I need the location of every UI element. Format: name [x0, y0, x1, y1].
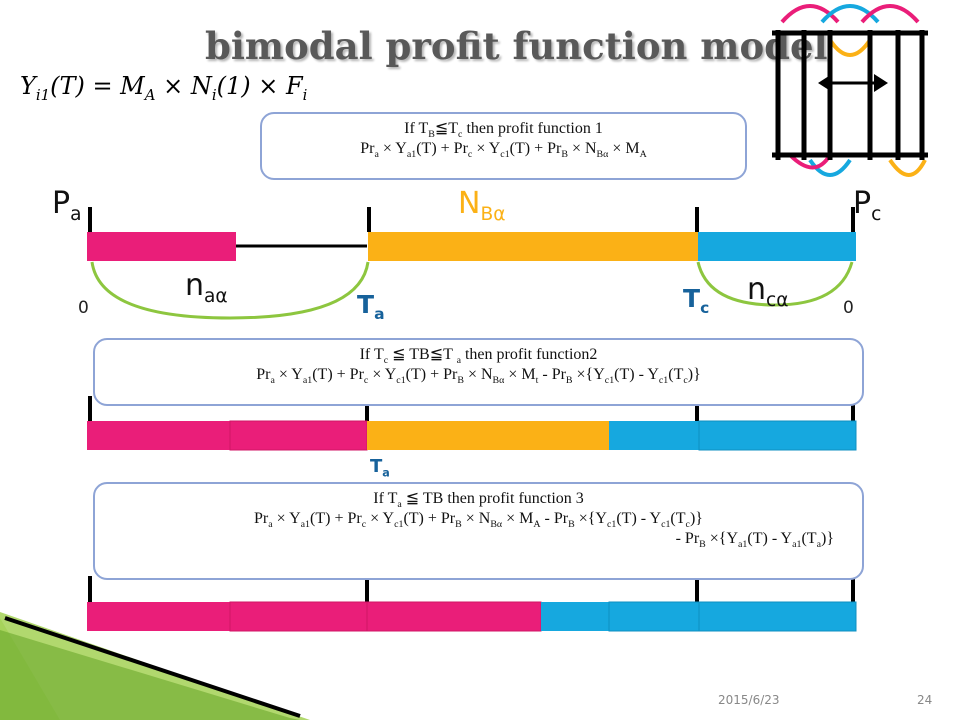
profit-function-1-box: If TB≦Tc then profit function 1 Pra × Ya…: [260, 112, 747, 180]
box3-equation-cont: - PrB ×{Ya1(T) - Ya1(Ta)}: [675, 530, 834, 551]
label-ta-row2: Ta: [370, 456, 390, 480]
decor-black-line: [4, 616, 301, 718]
footer-date: 2015/6/23: [718, 693, 780, 707]
row3-magenta-bar-3: [366, 601, 542, 632]
label-na-alpha: naα: [185, 268, 228, 307]
row3-magenta-bar-2: [229, 601, 368, 632]
box2-equation: Pra × Ya1(T) + Prc × Yc1(T) + PrB × NBα …: [256, 366, 701, 387]
rack-logo-graphic: [772, 4, 928, 177]
formula-text: Yi1(T) = MA × Ni(1) × Fi: [20, 72, 308, 104]
row3-cyan-bar-2: [608, 601, 700, 632]
label-pc: Pc: [853, 186, 882, 225]
label-tc: Tc: [683, 284, 710, 317]
row2-magenta-bar-2: [229, 420, 368, 451]
row3-cyan-bar-3: [698, 601, 857, 632]
row3-cyan-bar-1: [541, 602, 609, 631]
label-nb-alpha: NBα: [458, 186, 506, 225]
row2-cyan-bar-1: [609, 421, 699, 450]
row1-orange-bar: [368, 232, 698, 261]
profit-function-2-box: If Tc ≦ TB≦T a then profit function2 Pra…: [93, 338, 864, 406]
row2-orange-bar: [367, 421, 609, 450]
n-c-alpha-arc: [696, 261, 854, 307]
label-pa: Pa: [52, 186, 82, 225]
page-title: bimodal profit function model: [205, 24, 828, 68]
n-a-alpha-arc: [90, 261, 370, 320]
profit-function-3-box: If Ta ≦ TB then profit function 3 Pra × …: [93, 482, 864, 580]
label-ta: Ta: [357, 290, 385, 323]
box3-condition: If Ta ≦ TB then profit function 3: [373, 490, 584, 511]
row1-cyan-bar: [698, 232, 856, 261]
box1-equation: Pra × Ya1(T) + Prc × Yc1(T) + PrB × NBα …: [360, 140, 647, 161]
box1-condition: If TB≦Tc then profit function 1: [404, 120, 603, 141]
row1-magenta-bar: [87, 232, 236, 261]
label-zero-right: 0: [843, 298, 854, 318]
label-zero-left: 0: [78, 298, 89, 318]
box2-condition: If Tc ≦ TB≦T a then profit function2: [359, 346, 598, 367]
row3-magenta-bar-1: [87, 602, 230, 631]
yield-formula: Yi1(T) = MA × Ni(1) × Fi: [20, 72, 307, 104]
label-nc-alpha: ncα: [747, 272, 789, 311]
box3-equation: Pra × Ya1(T) + Prc × Yc1(T) + PrB × NBα …: [254, 510, 703, 531]
row2-cyan-bar-2: [698, 420, 857, 451]
row2-magenta-bar-1: [87, 421, 230, 450]
page-number: 24: [917, 693, 933, 707]
